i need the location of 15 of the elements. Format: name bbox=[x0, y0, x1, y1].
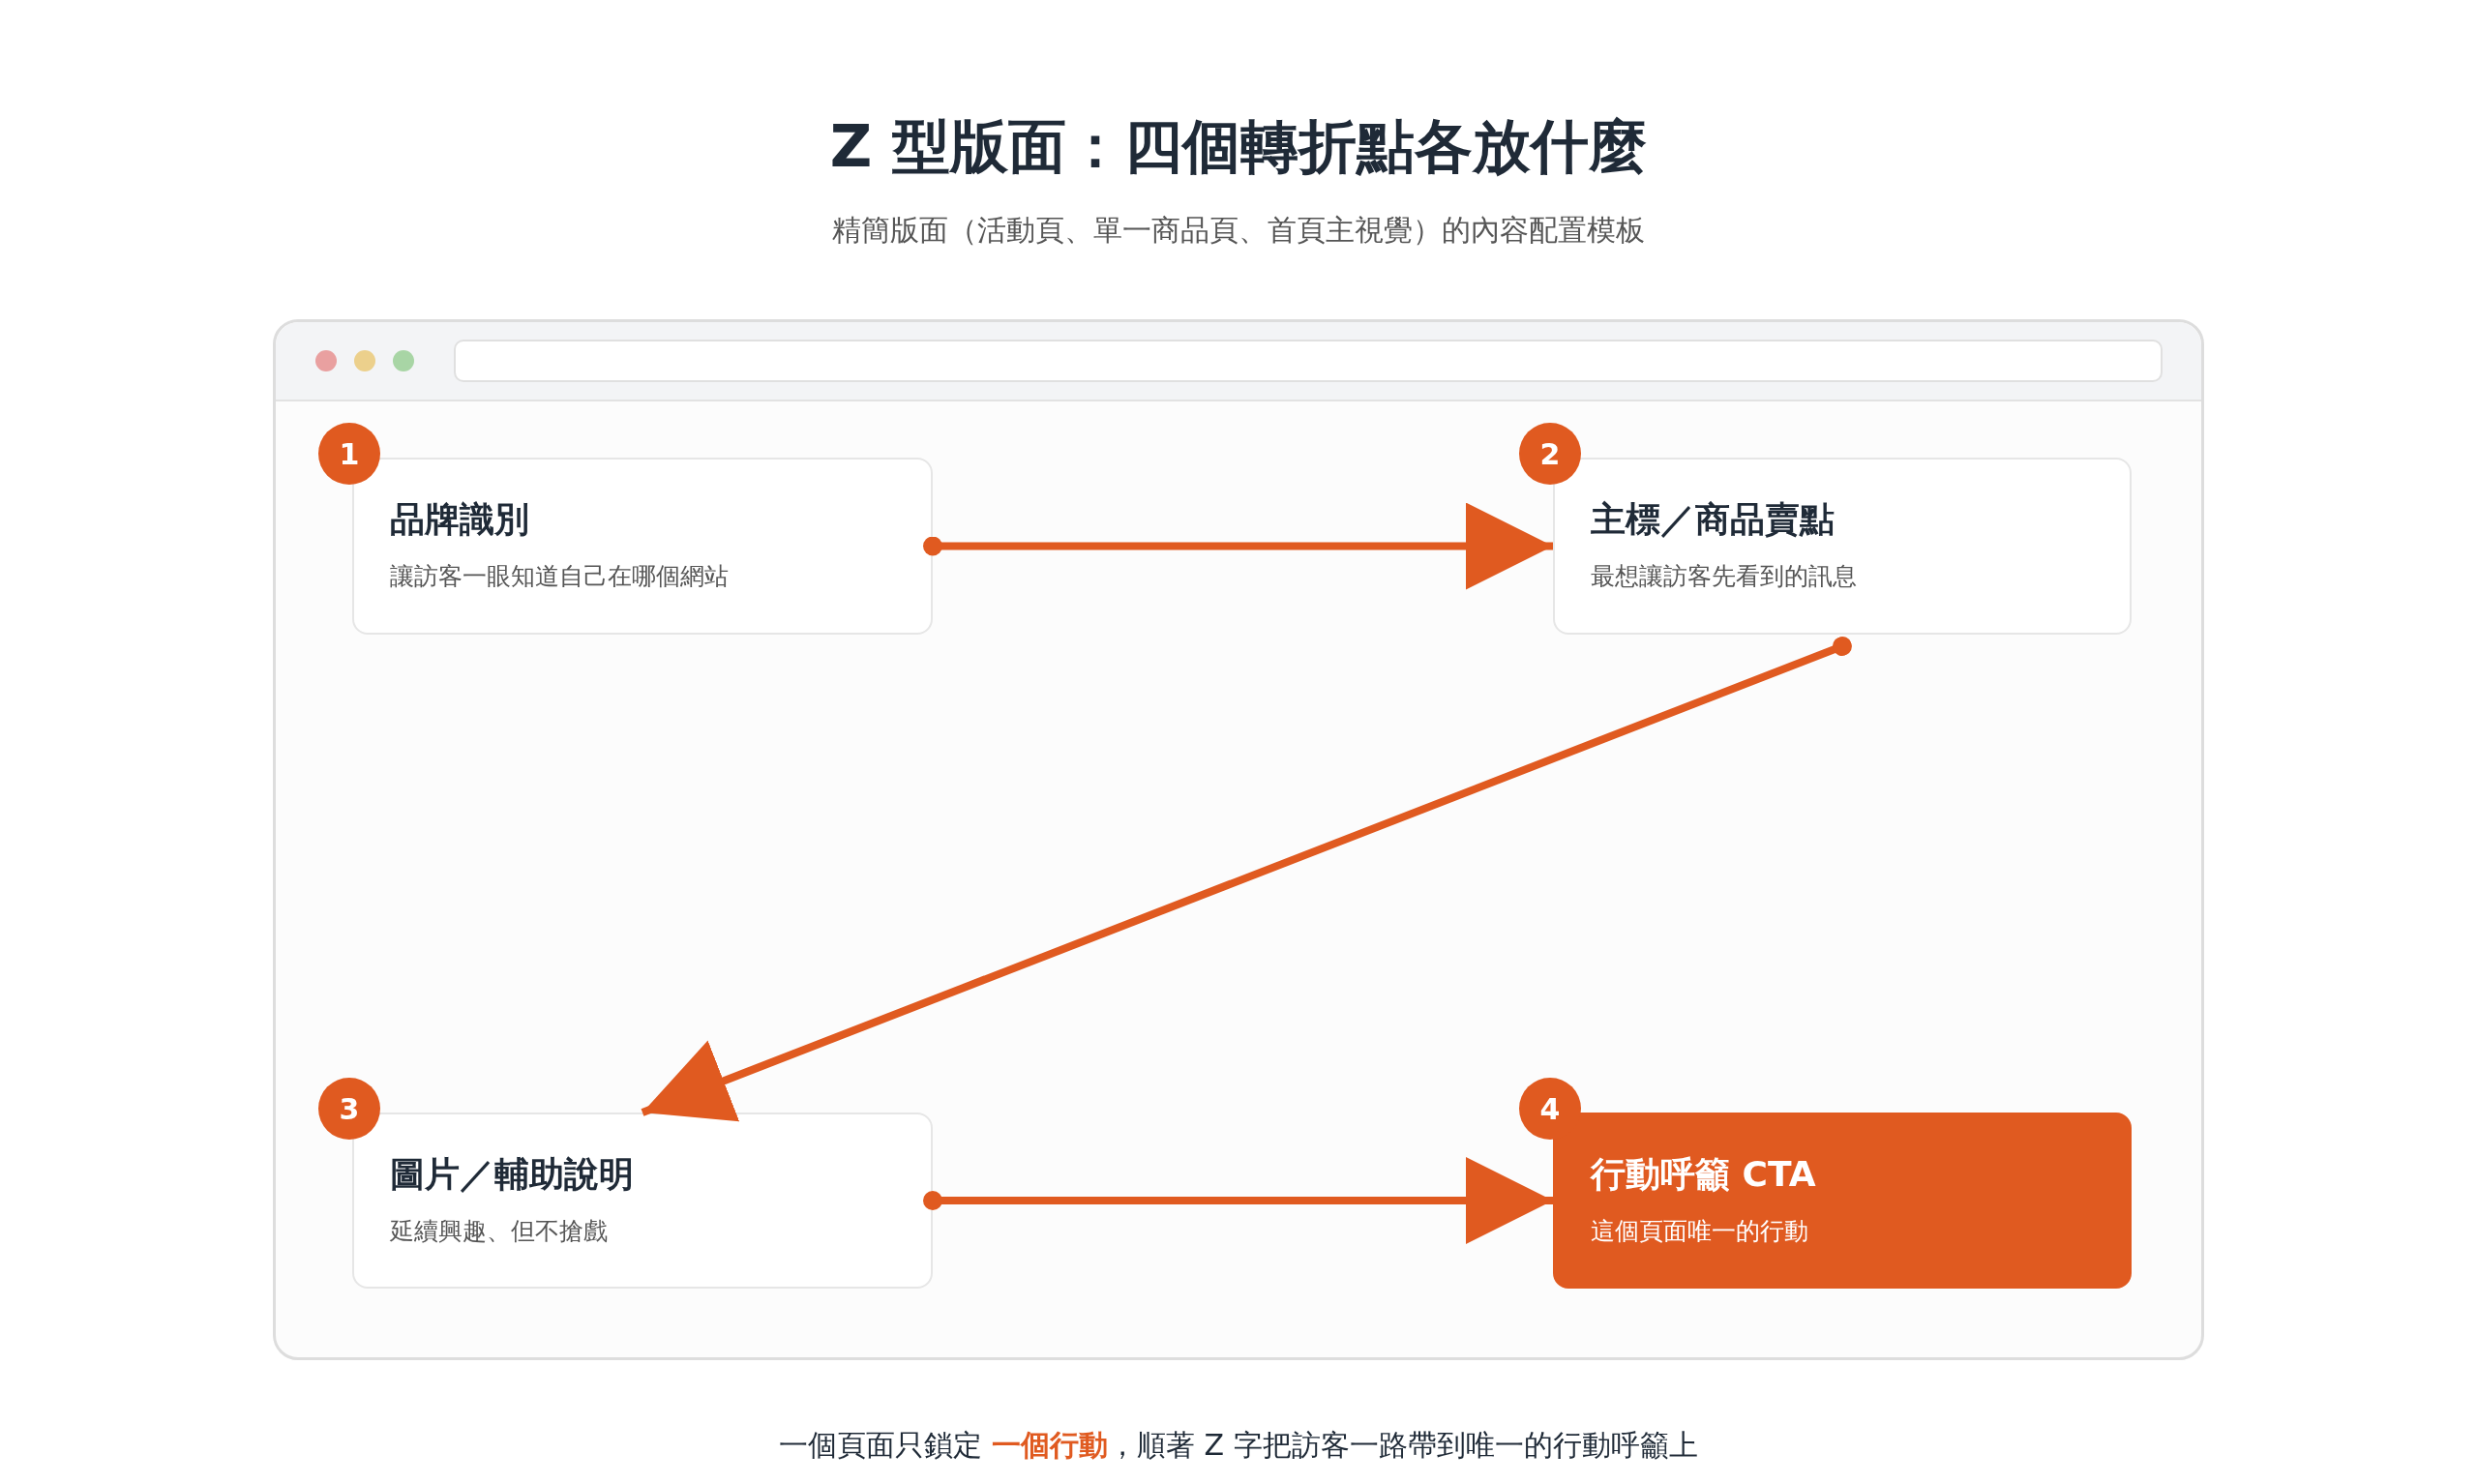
card-heading: 行動呼籲 CTA bbox=[1591, 1153, 1816, 1196]
card-description: 延續興趣、但不搶戲 bbox=[390, 1216, 608, 1247]
card-description: 讓訪客一眼知道自己在哪個網站 bbox=[390, 561, 729, 592]
card-description: 這個頁面唯一的行動 bbox=[1591, 1216, 1808, 1247]
title: Z 型版面：四個轉折點各放什麼 bbox=[828, 111, 1649, 182]
subtitle: 精簡版面（活動頁、單一商品頁、首頁主視覺）的內容配置模板 bbox=[831, 212, 1646, 249]
card-heading: 主標／商品賣點 bbox=[1591, 498, 1835, 541]
arrow bbox=[923, 502, 1553, 590]
card-description: 最想讓訪客先看到的訊息 bbox=[1591, 561, 1857, 592]
card-heading: 品牌識別 bbox=[390, 498, 529, 541]
browser-window bbox=[273, 319, 2204, 1360]
arrow bbox=[641, 637, 1852, 1122]
footnote: 一個頁面只鎖定 一個行動，順著 Z 字把訪客一路帶到唯一的行動呼籲上 bbox=[778, 1427, 1699, 1464]
card-heading: 圖片／輔助說明 bbox=[390, 1153, 634, 1196]
arrow bbox=[923, 1157, 1553, 1244]
